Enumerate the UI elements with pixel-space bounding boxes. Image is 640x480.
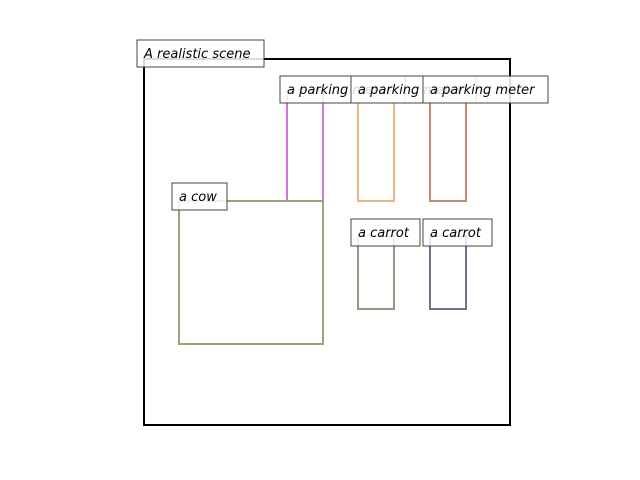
carrot-box [357, 235, 395, 310]
object-label-text: a parking meter [430, 83, 536, 98]
scene-frame [143, 58, 511, 426]
scene-title-text: A realistic scene [143, 47, 250, 62]
parking-meter-box [286, 89, 324, 202]
object-label: a parking meter [422, 75, 549, 104]
parking-meter-box [357, 89, 395, 202]
object-label: a carrot [422, 218, 493, 247]
object-label-text: a cow [179, 190, 217, 205]
object-label: a cow [171, 182, 228, 211]
parking-meter-box [429, 89, 467, 202]
cow-box [178, 200, 324, 345]
scene-title-label: A realistic scene [136, 39, 265, 68]
object-label-text: a carrot [358, 226, 410, 241]
object-label: a carrot [350, 218, 421, 247]
object-label-text: a carrot [430, 226, 482, 241]
carrot-box [429, 235, 467, 310]
